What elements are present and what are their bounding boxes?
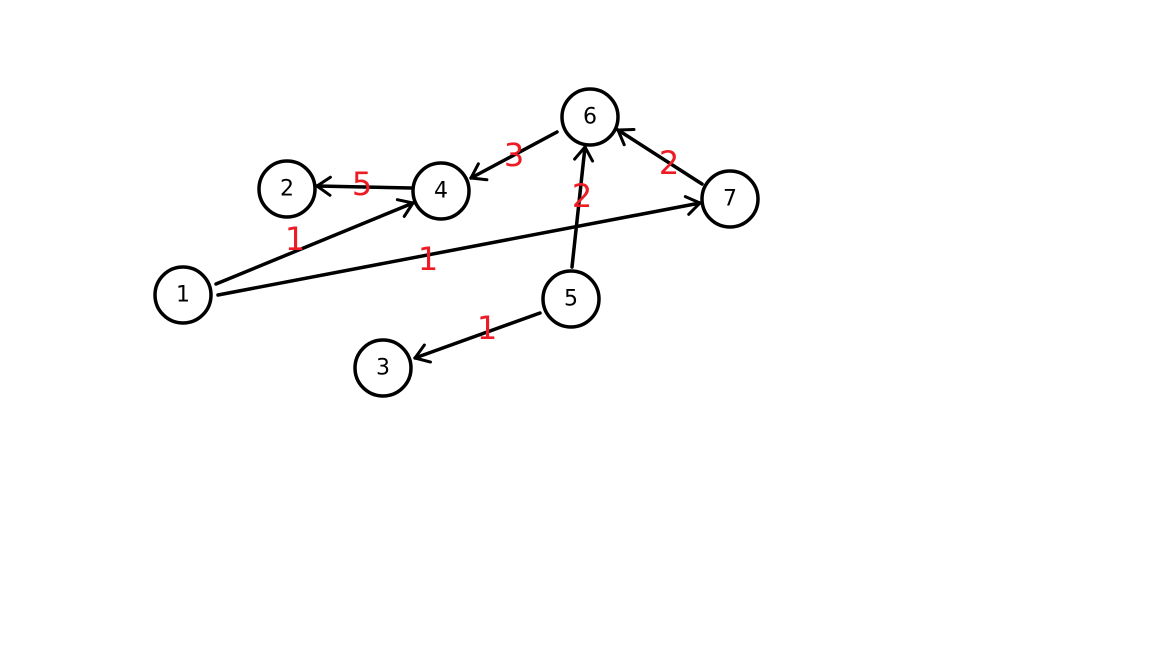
node-label: 7 [723,187,737,212]
edge-5-to-3 [413,311,542,360]
arrowhead-icon [395,198,415,218]
nodes-layer: 1 2 3 4 5 6 7 [153,87,760,398]
arrowhead-icon [616,128,636,147]
weights-layer: 1 1 5 3 2 2 1 [285,136,679,347]
node-circle [560,87,620,147]
node-label: 1 [176,283,190,308]
edge-weight-label: 1 [285,220,305,258]
node-label: 6 [583,105,597,130]
arrowhead-icon [573,145,595,163]
edge-weight-label: 5 [352,165,372,203]
edge-weight-label: 2 [659,144,679,182]
node-circle [411,161,471,221]
edge-5-to-6 [570,145,587,269]
edge-1-to-4 [214,201,415,286]
node-4: 4 [411,161,471,221]
edge-6-to-4 [469,130,559,180]
edge-weight-label: 3 [504,136,524,174]
node-circle [257,159,317,219]
node-7: 7 [700,169,760,229]
edge-4-to-2 [315,184,413,190]
node-circle [353,338,413,398]
arrowhead-icon [683,195,702,216]
arrowhead-icon [413,343,432,364]
node-label: 4 [434,179,448,204]
node-circle [700,169,760,229]
node-label: 3 [376,356,390,381]
edge-weight-label: 1 [477,309,497,347]
arrowhead-icon [315,175,332,197]
edge-weight-label: 2 [572,177,592,215]
node-1: 1 [153,265,213,325]
node-6: 6 [560,87,620,147]
edge-weight-label: 1 [418,240,438,278]
edge-7-to-6 [616,128,704,186]
node-3: 3 [353,338,413,398]
node-circle [541,269,601,329]
node-label: 5 [564,287,578,312]
node-circle [153,265,213,325]
edges-layer [214,128,704,364]
node-2: 2 [257,159,317,219]
node-5: 5 [541,269,601,329]
node-label: 2 [280,177,294,202]
arrowhead-icon [469,162,489,182]
edge-1-to-7 [216,201,702,297]
